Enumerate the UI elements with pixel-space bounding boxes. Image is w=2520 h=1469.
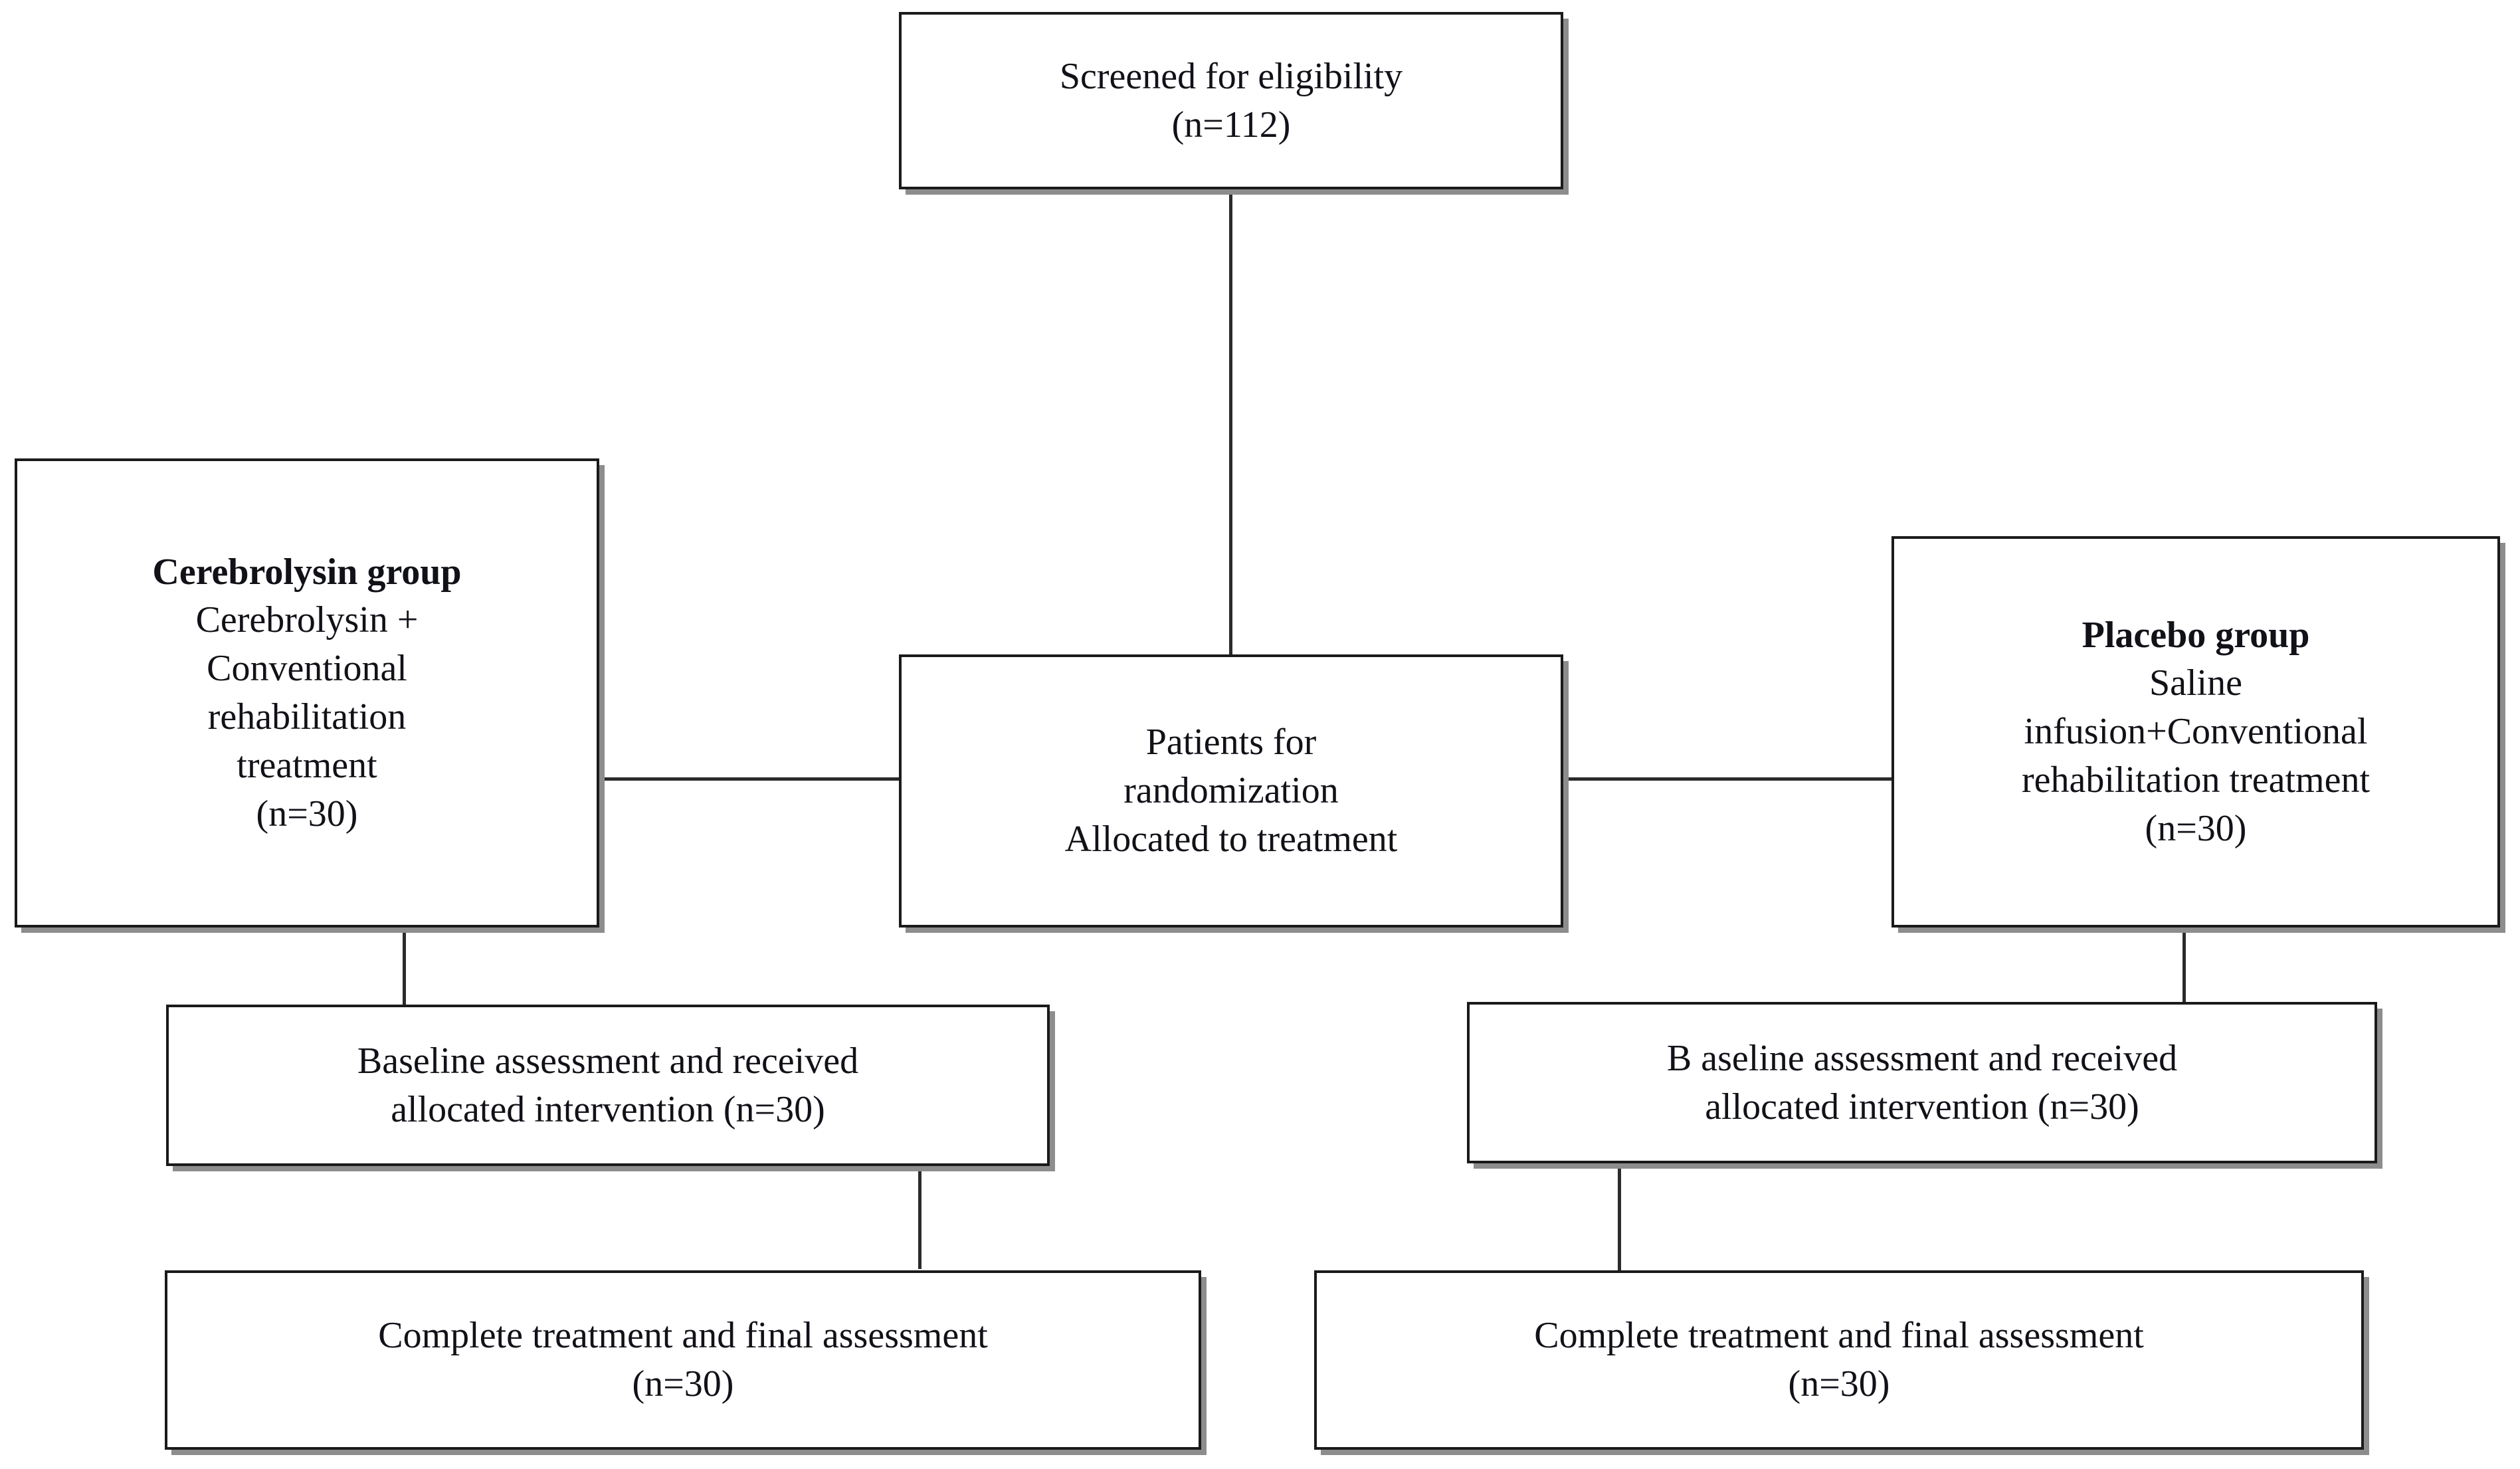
node-complete-right[interactable]: Complete treatment and final assessment …	[1314, 1270, 2364, 1450]
connector-baseline-left-to-complete-left	[918, 1166, 921, 1269]
node-screened-line-1: Screened for eligibility	[1059, 55, 1403, 97]
node-cerebrolysin-title: Cerebrolysin group	[152, 551, 462, 593]
node-cerebrolysin-line-3: Conventional	[207, 648, 407, 690]
connector-cerebrolysin-to-baseline-left	[403, 928, 406, 1006]
node-cerebrolysin-line-5: treatment	[237, 744, 377, 786]
node-baseline-right-line-1: B aseline assessment and received	[1666, 1037, 2178, 1079]
node-randomization[interactable]: Patients for randomization Allocated to …	[899, 654, 1563, 928]
connector-randomization-to-placebo	[1560, 777, 1895, 781]
node-screened-line-2: (n=112)	[1171, 104, 1291, 146]
node-placebo-title: Placebo group	[2082, 614, 2310, 656]
node-cerebrolysin-line-4: rehabilitation	[207, 696, 407, 737]
node-randomization-line-1: Patients for	[1145, 722, 1317, 763]
connector-baseline-right-to-complete-right	[1618, 1164, 1621, 1270]
node-complete-left-line-1: Complete treatment and final assessment	[378, 1315, 988, 1357]
node-cerebrolysin-count: (n=30)	[256, 793, 358, 834]
node-cerebrolysin-line-2: Cerebrolysin +	[195, 599, 419, 641]
node-cerebrolysin-group[interactable]: Cerebrolysin group Cerebrolysin + Conven…	[15, 458, 599, 928]
node-complete-left[interactable]: Complete treatment and final assessment …	[165, 1270, 1201, 1450]
node-placebo-group[interactable]: Placebo group Saline infusion+Convention…	[1891, 536, 2500, 928]
node-placebo-count: (n=30)	[2145, 807, 2247, 849]
node-placebo-line-2: Saline	[2149, 662, 2242, 704]
node-complete-left-count: (n=30)	[632, 1363, 734, 1405]
node-baseline-left[interactable]: Baseline assessment and received allocat…	[166, 1005, 1050, 1166]
connector-screened-to-randomization	[1229, 188, 1232, 666]
node-complete-right-line-1: Complete treatment and final assessment	[1534, 1315, 2144, 1357]
node-baseline-right[interactable]: B aseline assessment and received alloca…	[1467, 1002, 2377, 1163]
node-complete-right-count: (n=30)	[1788, 1363, 1890, 1405]
node-baseline-right-line-2: allocated intervention (n=30)	[1705, 1086, 2139, 1127]
connector-cerebrolysin-to-randomization	[595, 777, 902, 781]
node-screened-for-eligibility[interactable]: Screened for eligibility (n=112)	[899, 12, 1563, 189]
node-baseline-left-line-1: Baseline assessment and received	[357, 1040, 859, 1082]
node-placebo-line-3: infusion+Conventional	[2024, 711, 2368, 753]
node-randomization-line-2: randomization	[1123, 770, 1339, 812]
node-randomization-line-3: Allocated to treatment	[1064, 818, 1398, 860]
node-baseline-left-line-2: allocated intervention (n=30)	[391, 1088, 825, 1130]
node-placebo-line-4: rehabilitation treatment	[2021, 759, 2370, 801]
